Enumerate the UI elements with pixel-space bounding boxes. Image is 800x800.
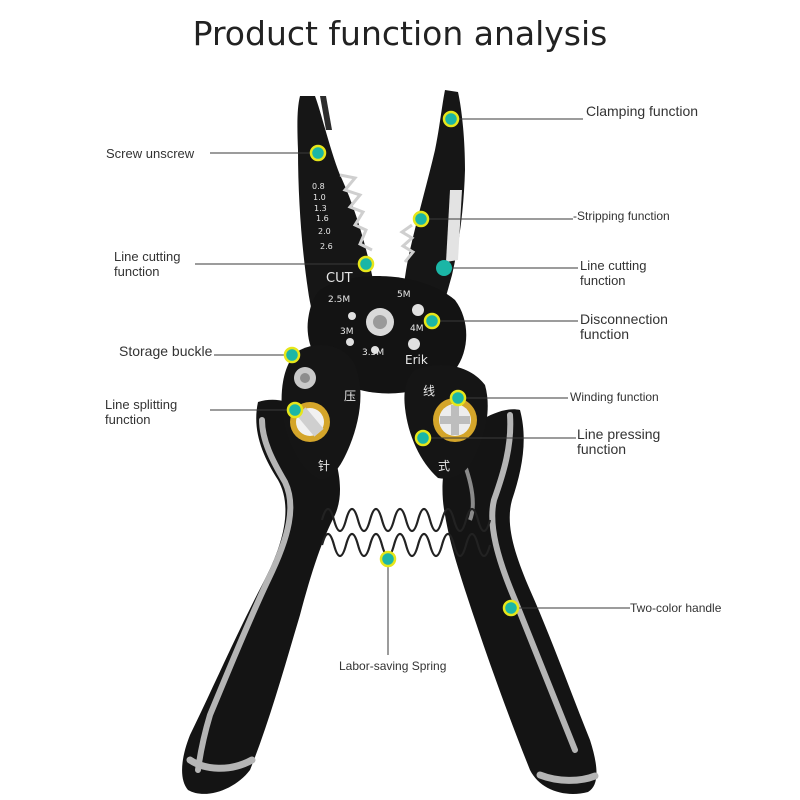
label-winding: Winding function bbox=[570, 390, 659, 404]
hole-marking-5m: 5M bbox=[397, 290, 411, 300]
markers bbox=[283, 110, 520, 617]
pivot-body bbox=[281, 276, 488, 480]
brand-marking: Erik bbox=[405, 353, 428, 367]
label-labor-saving-spring: Labor-saving Spring bbox=[339, 659, 447, 673]
label-clamping: Clamping function bbox=[586, 103, 699, 119]
label-line-splitting-line1: Line splitting bbox=[105, 397, 178, 412]
marker-stripping bbox=[412, 210, 430, 228]
marker-clamping bbox=[442, 110, 460, 128]
marker-screw bbox=[309, 144, 327, 162]
label-storage-buckle: Storage buckle bbox=[119, 343, 213, 359]
marker-line-cutting-right bbox=[436, 260, 452, 276]
marker-pressing bbox=[414, 429, 432, 447]
label-screw-unscrew: Screw unscrew bbox=[106, 146, 195, 161]
label-line-pressing-line1: Line pressing bbox=[577, 426, 661, 442]
marker-handle bbox=[502, 599, 520, 617]
marker-splitting bbox=[286, 401, 304, 419]
spring bbox=[320, 507, 492, 558]
label-two-color-handle: Two-color handle bbox=[630, 601, 722, 615]
gauge-marking-5: 2.0 bbox=[318, 227, 331, 236]
label-line-cutting-right-line1: Line cutting bbox=[580, 258, 647, 273]
label-line-splitting-line2: function bbox=[105, 412, 151, 427]
left-handle bbox=[182, 399, 341, 794]
cjk-marking-left-2: 针 bbox=[318, 458, 330, 473]
hole-marking-3-5m: 3.5M bbox=[362, 348, 384, 358]
label-line-pressing-line2: function bbox=[577, 441, 627, 457]
label-disconnection-line1: Disconnection bbox=[580, 311, 668, 327]
marker-storage bbox=[283, 346, 301, 364]
label-disconnection-line2: function bbox=[580, 326, 630, 342]
gauge-marking-6: 2.6 bbox=[320, 242, 333, 251]
label-line-splitting: Line splitting function bbox=[105, 397, 177, 427]
page-title: Product function analysis bbox=[192, 14, 608, 53]
cjk-marking-left-1: 压 bbox=[344, 389, 356, 403]
tool-markings: CUT 0.8 1.0 1.3 1.6 2.0 2.6 2.5M 5M 3M 4… bbox=[312, 182, 450, 473]
label-line-cutting-left-line1: Line cutting bbox=[114, 249, 181, 264]
marker-disconnection bbox=[423, 312, 441, 330]
gauge-marking-2: 1.0 bbox=[313, 193, 326, 202]
marker-spring bbox=[379, 550, 397, 568]
label-stripping: -Stripping function bbox=[573, 209, 670, 223]
gauge-marking-3: 1.3 bbox=[314, 204, 327, 213]
cjk-marking-right-1: 线 bbox=[423, 384, 435, 398]
marker-line-cutting-left bbox=[357, 255, 375, 273]
hole-marking-3m: 3M bbox=[340, 327, 354, 337]
gauge-marking-1: 0.8 bbox=[312, 182, 325, 191]
cjk-marking-right-2: 式 bbox=[438, 459, 450, 473]
marker-winding bbox=[449, 389, 467, 407]
label-line-cutting-left: Line cutting function bbox=[114, 249, 181, 279]
label-line-cutting-left-line2: function bbox=[114, 264, 160, 279]
gauge-marking-4: 1.6 bbox=[316, 214, 329, 223]
leader-lines bbox=[195, 118, 630, 655]
label-line-pressing: Line pressing function bbox=[577, 427, 660, 457]
hole-marking-2-5m: 2.5M bbox=[328, 295, 350, 305]
label-line-cutting-right-line2: function bbox=[580, 273, 626, 288]
label-disconnection: Disconnection function bbox=[580, 312, 668, 342]
label-line-cutting-right: Line cutting function bbox=[580, 258, 647, 288]
hole-marking-4m: 4M bbox=[410, 324, 424, 334]
cut-marking: CUT bbox=[326, 271, 353, 286]
